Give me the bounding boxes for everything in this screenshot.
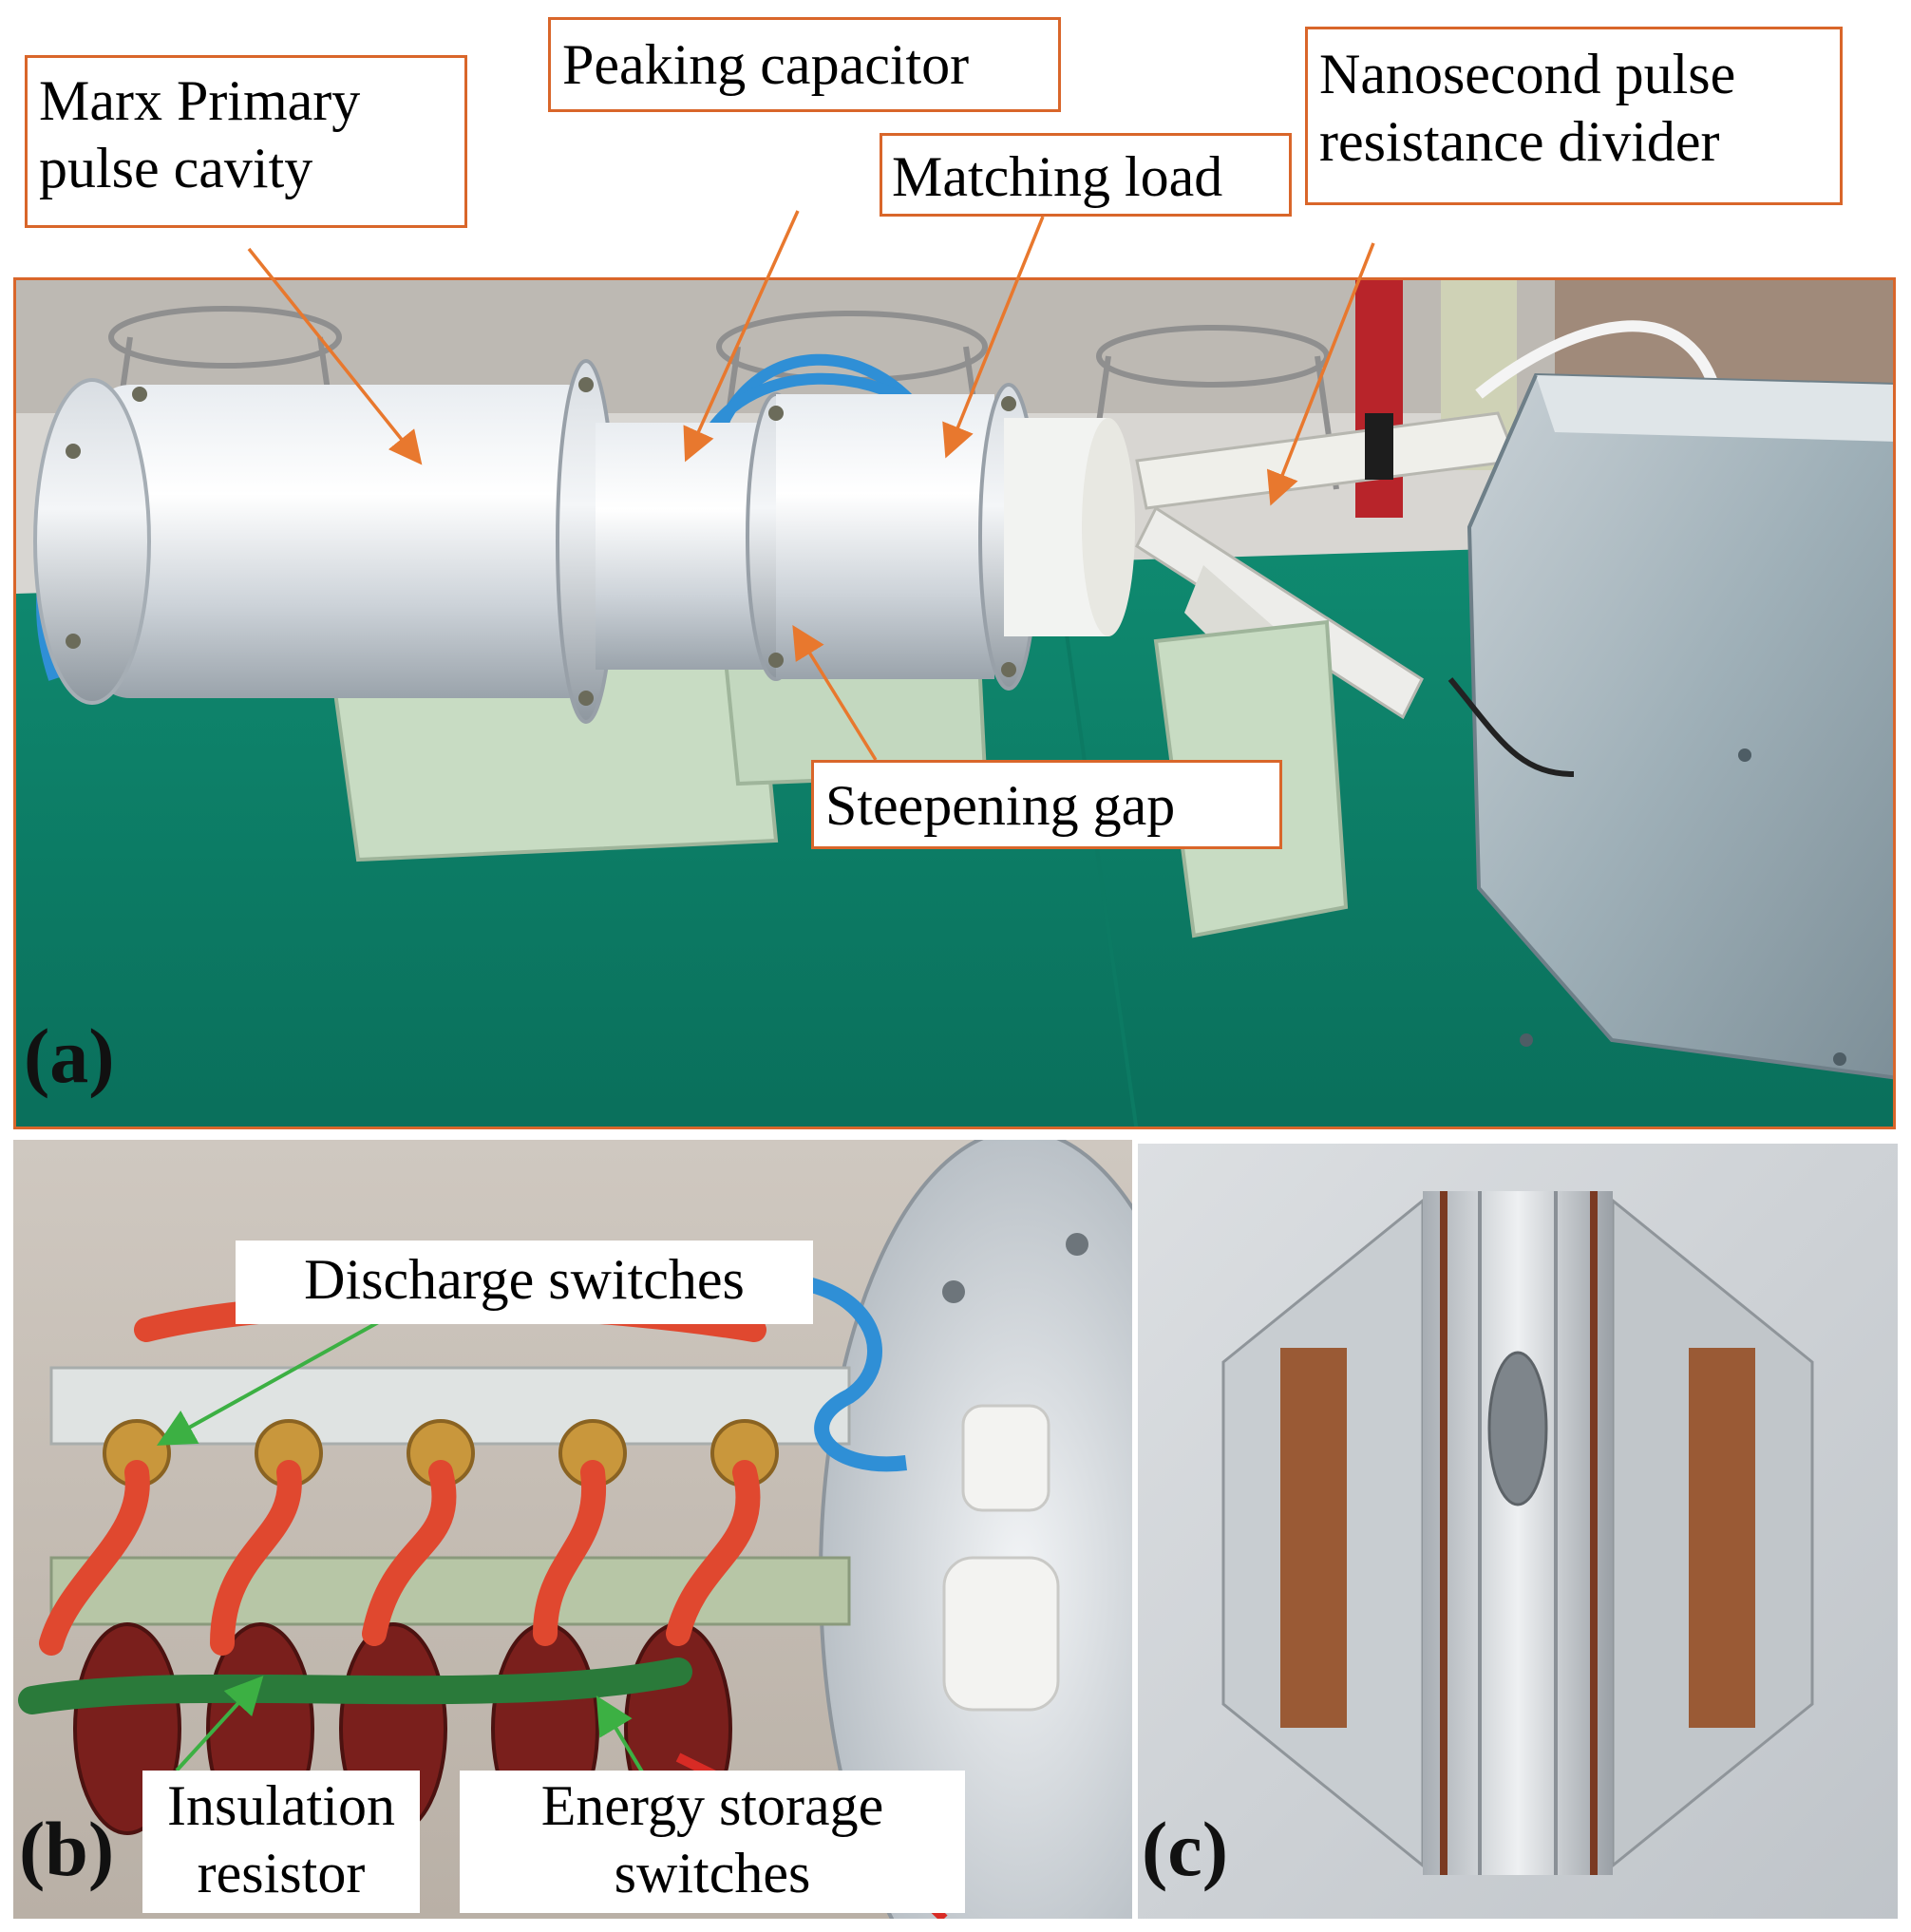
label-peaking-text: Peaking capacitor [562,33,970,96]
panel-c-tag: (c) [1142,1806,1229,1892]
label-energy-line-2: switches [614,1841,811,1904]
panel-c-illustration [1138,1144,1898,1919]
copper-tape-right [1689,1348,1755,1728]
gap-body [1423,1191,1613,1875]
label-energy-line-1: Energy storage [540,1774,884,1837]
label-energy-storage-switches: Energy storage switches [460,1771,965,1913]
label-matching-text: Matching load [892,145,1223,208]
probe-rod [1135,505,1424,720]
panel-c-photo: (c) [1138,1144,1898,1919]
label-divider-line-2: resistance divider [1319,109,1720,173]
panel-a-photo: (a) [13,277,1896,1129]
label-nanosecond-pulse-resistance-divider: Nanosecond pulse resistance divider [1305,27,1843,205]
label-steepening-text: Steepening gap [825,774,1176,837]
label-insulation-line-2: resistor [197,1841,366,1904]
panel-b-tag: (b) [19,1806,115,1892]
label-discharge-switches: Discharge switches [236,1241,813,1324]
panel-a-illustration [16,280,1893,1127]
label-marx-primary-pulse-cavity: Marx Primary pulse cavity [25,55,467,228]
gap-window [1487,1351,1548,1506]
label-steepening-gap: Steepening gap [811,760,1282,849]
panel-a-tag: (a) [24,1013,115,1099]
label-peaking-capacitor: Peaking capacitor [548,17,1061,112]
red-column [1355,280,1403,518]
label-marx-line-2: pulse cavity [39,136,313,199]
label-insulation-resistor: Insulation resistor [142,1771,420,1913]
label-insulation-line-1: Insulation [167,1774,395,1837]
marx-cavity-cylinder [92,385,605,698]
label-discharge-text: Discharge switches [304,1248,745,1311]
label-marx-line-1: Marx Primary [39,69,361,132]
label-divider-line-1: Nanosecond pulse [1319,43,1736,105]
copper-tape-left [1280,1348,1347,1728]
label-matching-load: Matching load [880,133,1292,217]
green-resistor [18,1657,692,1714]
